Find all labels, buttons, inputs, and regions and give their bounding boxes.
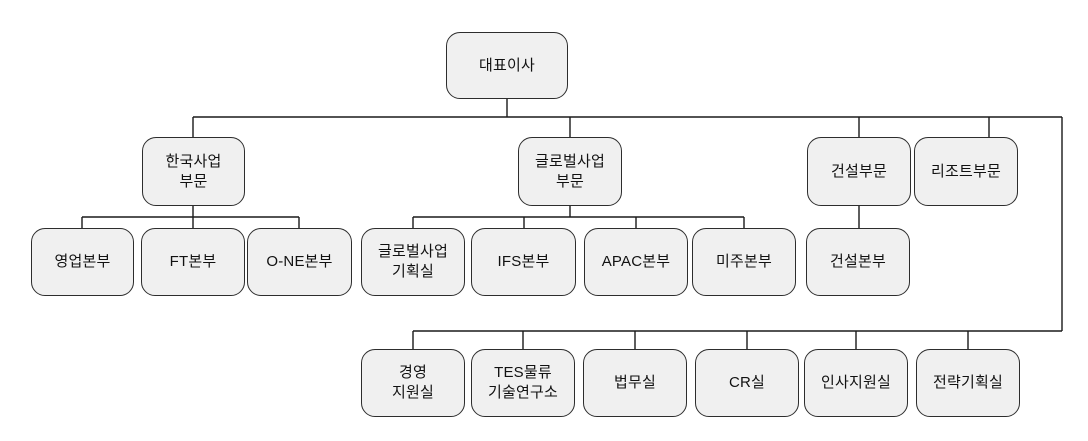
connector-staff-group: [412, 330, 1062, 349]
org-node-construction-hq: 건설본부: [806, 228, 910, 296]
connector-level2-drops: [192, 117, 990, 137]
org-node-management-support-office: 경영 지원실: [361, 349, 465, 417]
org-node-construction-division: 건설부문: [807, 137, 911, 206]
org-node-strategy-planning-office: 전략기획실: [916, 349, 1020, 417]
org-node-one-hq: O-NE본부: [247, 228, 352, 296]
org-node-apac-hq: APAC본부: [584, 228, 688, 296]
org-node-ft-hq: FT본부: [141, 228, 245, 296]
org-node-ceo: 대표이사: [446, 32, 568, 99]
org-node-hr-support-office: 인사지원실: [804, 349, 908, 417]
org-node-ifs-hq: IFS본부: [471, 228, 576, 296]
org-node-global-division: 글로벌사업 부문: [518, 137, 622, 206]
org-node-americas-hq: 미주본부: [692, 228, 796, 296]
connector-korea-group: [81, 206, 300, 228]
org-node-tes-logistics-research: TES물류 기술연구소: [471, 349, 575, 417]
org-node-cr-office: CR실: [695, 349, 799, 417]
org-node-resort-division: 리조트부문: [914, 137, 1018, 206]
org-node-korea-division: 한국사업 부문: [142, 137, 245, 206]
org-node-global-planning-office: 글로벌사업 기획실: [361, 228, 465, 296]
org-node-legal-office: 법무실: [583, 349, 687, 417]
connector-global-group: [412, 206, 745, 228]
org-node-sales-hq: 영업본부: [31, 228, 134, 296]
